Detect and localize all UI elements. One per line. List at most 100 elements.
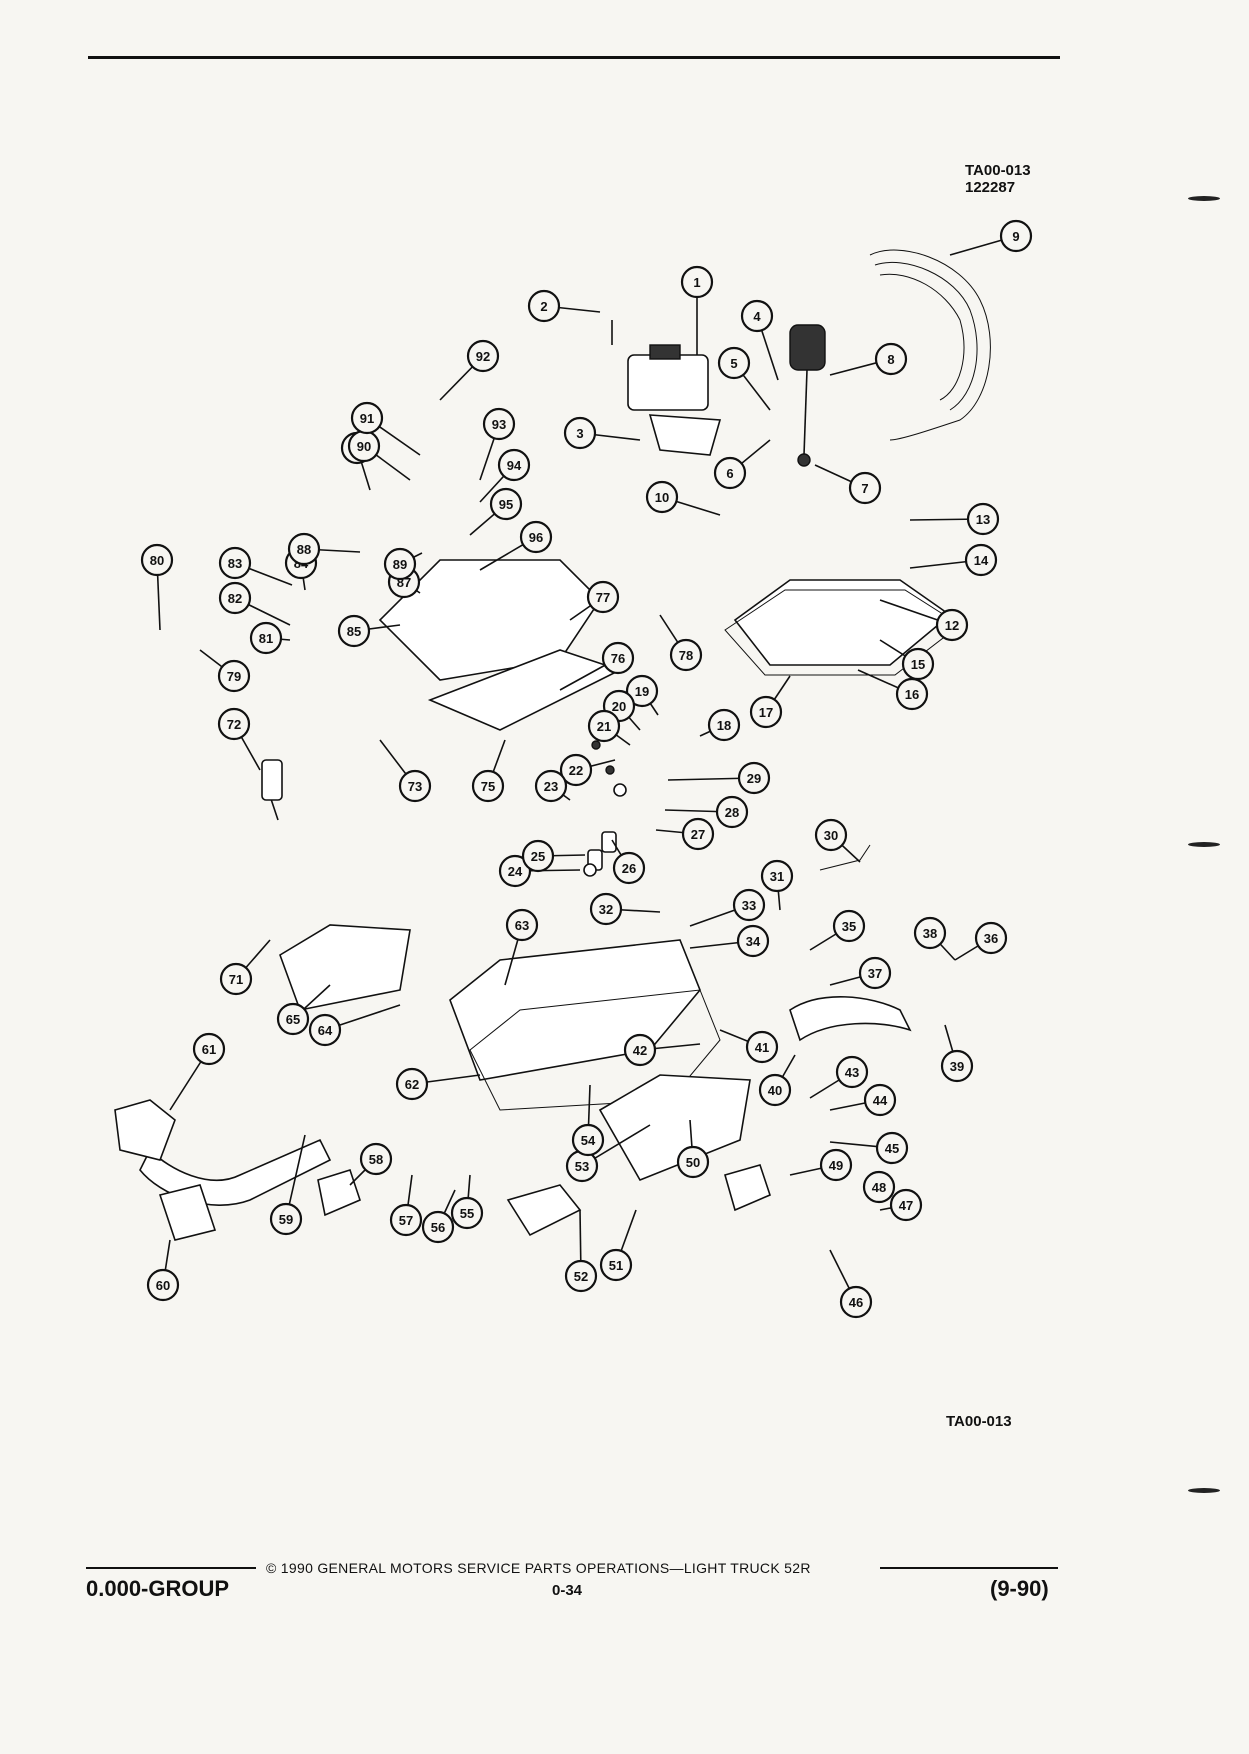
callout-29: 29 [737, 761, 771, 795]
callout-90: 90 [347, 429, 381, 463]
svg-text:37: 37 [868, 966, 882, 981]
callout-80: 80 [140, 543, 174, 577]
callout-45: 45 [875, 1131, 909, 1165]
svg-text:45: 45 [885, 1141, 899, 1156]
svg-text:2: 2 [540, 299, 547, 314]
callout-40: 40 [758, 1073, 792, 1107]
svg-text:14: 14 [974, 553, 989, 568]
callout-5: 5 [717, 346, 751, 380]
svg-text:38: 38 [923, 926, 937, 941]
callout-81: 81 [249, 621, 283, 655]
callout-77: 77 [586, 580, 620, 614]
callout-91: 91 [350, 401, 384, 435]
callout-75: 75 [471, 769, 505, 803]
callout-53: 53 [565, 1149, 599, 1183]
top-rule [88, 56, 1060, 59]
callout-60: 60 [146, 1268, 180, 1302]
callout-28: 28 [715, 795, 749, 829]
figure-number: 122287 [965, 179, 1016, 196]
distributor-part [789, 324, 826, 467]
svg-text:31: 31 [770, 869, 784, 884]
svg-text:24: 24 [508, 864, 523, 879]
svg-text:6: 6 [726, 466, 733, 481]
callout-56: 56 [421, 1210, 455, 1244]
svg-text:58: 58 [369, 1152, 383, 1167]
callout-63: 63 [505, 908, 539, 942]
edge-mark-3 [1188, 1488, 1220, 1493]
callout-21: 21 [587, 709, 621, 743]
callout-19: 19 [625, 674, 659, 708]
callout-46: 46 [839, 1285, 873, 1319]
svg-text:10: 10 [655, 490, 669, 505]
callout-50: 50 [676, 1145, 710, 1179]
figure-id: TA00-013 122287 [965, 162, 1031, 196]
figure-code: TA00-013 [965, 162, 1031, 179]
callout-94: 94 [497, 448, 531, 482]
carburetor-part [627, 344, 722, 456]
callout-27: 27 [681, 817, 715, 851]
callout-55: 55 [450, 1196, 484, 1230]
svg-text:17: 17 [759, 705, 773, 720]
callout-18: 18 [707, 708, 741, 742]
callout-26: 26 [612, 851, 646, 885]
callout-83: 83 [218, 546, 252, 580]
svg-text:81: 81 [259, 631, 273, 646]
svg-text:80: 80 [150, 553, 164, 568]
callout-71: 71 [219, 962, 253, 996]
svg-text:16: 16 [905, 687, 919, 702]
callout-3: 3 [563, 416, 597, 450]
svg-text:95: 95 [499, 497, 513, 512]
svg-text:92: 92 [476, 349, 490, 364]
svg-text:93: 93 [492, 417, 506, 432]
footer-group: 0.000-GROUP [86, 1576, 230, 1601]
svg-text:94: 94 [507, 458, 522, 473]
svg-text:35: 35 [842, 919, 856, 934]
svg-text:27: 27 [691, 827, 705, 842]
svg-text:28: 28 [725, 805, 739, 820]
svg-text:25: 25 [531, 849, 545, 864]
svg-text:57: 57 [399, 1213, 413, 1228]
callout-47: 47 [889, 1188, 923, 1222]
svg-text:42: 42 [633, 1043, 647, 1058]
spark-plug-wires-part [869, 249, 991, 441]
callout-41: 41 [745, 1030, 779, 1064]
callout-12: 12 [935, 608, 969, 642]
svg-text:89: 89 [393, 557, 407, 572]
callout-13: 13 [966, 502, 1000, 536]
footer-copyright: © 1990 GENERAL MOTORS SERVICE PARTS OPER… [266, 1560, 811, 1576]
svg-text:5: 5 [730, 356, 737, 371]
callout-22: 22 [559, 753, 593, 787]
callout-34: 34 [736, 924, 770, 958]
callout-78: 78 [669, 638, 703, 672]
svg-text:56: 56 [431, 1220, 445, 1235]
svg-text:12: 12 [945, 618, 959, 633]
svg-text:13: 13 [976, 512, 990, 527]
callout-96: 96 [519, 520, 553, 554]
callout-39: 39 [940, 1049, 974, 1083]
callout-93: 93 [482, 407, 516, 441]
intake-manifold-part [378, 559, 623, 731]
svg-text:83: 83 [228, 556, 242, 571]
callout-72: 72 [217, 707, 251, 741]
svg-text:82: 82 [228, 591, 242, 606]
svg-text:96: 96 [529, 530, 543, 545]
svg-text:1: 1 [693, 275, 700, 290]
svg-text:71: 71 [229, 972, 243, 987]
svg-text:91: 91 [360, 411, 374, 426]
callout-14: 14 [964, 543, 998, 577]
svg-text:88: 88 [297, 542, 311, 557]
svg-text:40: 40 [768, 1083, 782, 1098]
callout-24: 24 [498, 854, 532, 888]
callout-17: 17 [749, 695, 783, 729]
callout-35: 35 [832, 909, 866, 943]
footer-date: (9-90) [990, 1576, 1049, 1601]
svg-text:85: 85 [347, 624, 361, 639]
footer-rule-left [86, 1567, 256, 1569]
footer-page-number: 0-34 [552, 1582, 583, 1599]
svg-text:48: 48 [872, 1180, 886, 1195]
svg-text:53: 53 [575, 1159, 589, 1174]
svg-text:18: 18 [717, 718, 731, 733]
svg-text:49: 49 [829, 1158, 843, 1173]
svg-text:34: 34 [746, 934, 761, 949]
